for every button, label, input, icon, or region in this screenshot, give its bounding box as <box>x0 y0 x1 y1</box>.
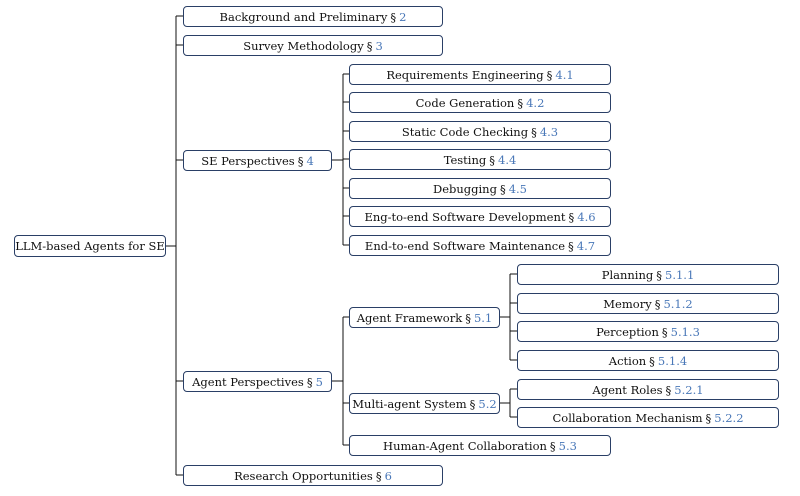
section-symbol: § <box>489 152 495 167</box>
node-agent-roles: Agent Roles§5.2.1 <box>517 379 779 400</box>
section-ref: 5.1 <box>473 310 493 325</box>
section-ref: 4.4 <box>498 152 517 167</box>
node-label: Memory <box>603 296 652 311</box>
root-label: LLM-based Agents for SE <box>15 239 165 253</box>
node-research-opportunities: Research Opportunities§6 <box>183 465 443 486</box>
node-label: Requirements Engineering <box>386 67 544 82</box>
section-symbol: § <box>499 181 506 196</box>
node-label: Research Opportunities <box>234 468 373 483</box>
node-agent-perspectives: Agent Perspectives§5 <box>183 371 332 392</box>
section-symbol: § <box>656 267 662 282</box>
section-symbol: § <box>469 396 476 411</box>
section-symbol: § <box>568 209 575 224</box>
section-ref: 5.1.4 <box>657 353 688 368</box>
section-ref: 5.1.1 <box>665 267 695 282</box>
node-action: Action§5.1.4 <box>517 350 779 371</box>
section-ref: 5 <box>315 374 323 389</box>
section-symbol: § <box>649 353 655 368</box>
node-collaboration-mechanism: Collaboration Mechanism§5.2.2 <box>517 407 779 428</box>
node-multi-agent-system: Multi-agent System§5.2 <box>349 393 500 414</box>
node-label: Testing <box>443 152 487 167</box>
section-symbol: § <box>705 410 712 425</box>
section-ref: 4.5 <box>508 181 527 196</box>
node-label: Eng-to-end Software Development <box>364 209 566 224</box>
section-symbol: § <box>297 153 304 168</box>
section-ref: 5.1.3 <box>670 324 700 339</box>
node-perception: Perception§5.1.3 <box>517 321 779 342</box>
section-symbol: § <box>517 95 524 110</box>
section-ref: 5.2 <box>478 396 497 411</box>
section-ref: 5.1.2 <box>663 296 693 311</box>
node-label: Human-Agent Collaboration <box>383 438 547 453</box>
node-label: Static Code Checking <box>401 124 529 139</box>
node-end-to-end-maintenance: End-to-end Software Maintenance§4.7 <box>349 235 611 256</box>
node-label: Background and Preliminary <box>219 9 388 24</box>
root-node: LLM-based Agents for SE <box>14 235 166 257</box>
section-ref: 5.2.1 <box>674 382 704 397</box>
section-ref: 2 <box>399 9 407 24</box>
node-label: Agent Perspectives <box>192 374 304 389</box>
node-label: End-to-end Software Maintenance <box>364 238 566 253</box>
node-requirements-engineering: Requirements Engineering§4.1 <box>349 64 611 85</box>
node-end-to-end-development: Eng-to-end Software Development§4.6 <box>349 206 611 227</box>
node-se-perspectives: SE Perspectives§4 <box>183 150 332 171</box>
section-symbol: § <box>390 9 397 24</box>
node-survey-methodology: Survey Methodology§3 <box>183 35 443 56</box>
section-symbol: § <box>546 67 553 82</box>
section-ref: 3 <box>375 38 383 53</box>
section-symbol: § <box>654 296 661 311</box>
node-static-code-checking: Static Code Checking§4.3 <box>349 121 611 142</box>
node-memory: Memory§5.1.2 <box>517 293 779 314</box>
node-background: Background and Preliminary§2 <box>183 6 443 27</box>
node-label: SE Perspectives <box>201 153 295 168</box>
node-label: Perception <box>596 324 659 339</box>
node-label: Debugging <box>432 181 497 196</box>
node-label: Survey Methodology <box>243 38 364 53</box>
section-ref: 4.3 <box>539 124 559 139</box>
node-label: Agent Framework <box>356 310 463 325</box>
section-symbol: § <box>531 124 537 139</box>
section-symbol: § <box>465 310 471 325</box>
node-label: Action <box>608 353 647 368</box>
section-ref: 4 <box>306 153 314 168</box>
section-symbol: § <box>306 374 313 389</box>
node-human-agent-collaboration: Human-Agent Collaboration§5.3 <box>349 435 611 456</box>
section-symbol: § <box>366 38 373 53</box>
section-symbol: § <box>665 382 672 397</box>
node-debugging: Debugging§4.5 <box>349 178 611 199</box>
node-label: Planning <box>601 267 654 282</box>
section-ref: 5.2.2 <box>714 410 744 425</box>
node-label: Multi-agent System <box>352 396 467 411</box>
section-symbol: § <box>375 468 382 483</box>
node-label: Agent Roles <box>592 382 663 397</box>
section-symbol: § <box>568 238 574 253</box>
node-planning: Planning§5.1.1 <box>517 264 779 285</box>
node-agent-framework: Agent Framework§5.1 <box>349 307 500 328</box>
section-symbol: § <box>661 324 668 339</box>
section-ref: 6 <box>384 468 392 483</box>
node-code-generation: Code Generation§4.2 <box>349 92 611 113</box>
node-label: Code Generation <box>415 95 515 110</box>
section-ref: 5.3 <box>558 438 577 453</box>
section-ref: 4.2 <box>526 95 545 110</box>
section-ref: 4.6 <box>577 209 596 224</box>
section-ref: 4.1 <box>555 67 574 82</box>
node-testing: Testing§4.4 <box>349 149 611 170</box>
node-label: Collaboration Mechanism <box>552 410 703 425</box>
section-ref: 4.7 <box>576 238 596 253</box>
section-symbol: § <box>549 438 556 453</box>
